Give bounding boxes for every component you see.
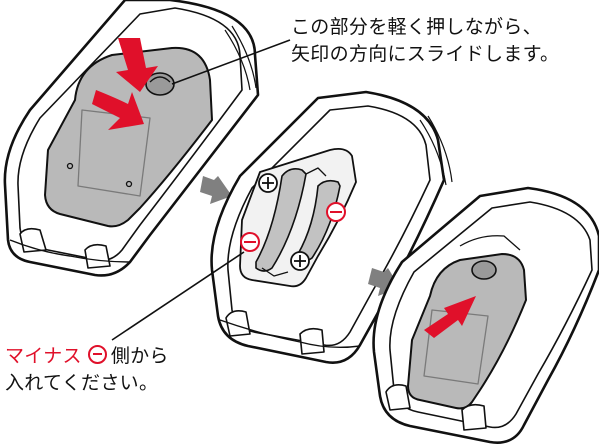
minus-polarity-icon xyxy=(240,232,260,252)
battery-cover xyxy=(407,253,527,410)
minus-polarity-icon xyxy=(326,202,346,222)
callout-leader-line xyxy=(111,251,245,341)
battery-aaa-1 xyxy=(255,168,307,272)
instruction-insert-batteries: マイナス 側から 入れてください。 xyxy=(5,343,169,397)
instruction-text: 側から xyxy=(110,345,169,367)
latch-button xyxy=(471,260,497,280)
instruction-line: この部分を軽く押しながら、 xyxy=(291,16,542,38)
minus-polarity-icon xyxy=(87,345,107,364)
instruction-slide-cover: この部分を軽く押しながら、 矢印の方向にスライドします。 xyxy=(291,14,559,68)
instruction-line: 矢印の方向にスライドします。 xyxy=(291,43,560,65)
plus-polarity-icon xyxy=(290,251,310,271)
push-arrow-icon xyxy=(92,38,158,130)
instruction-line: 入れてください。 xyxy=(5,372,159,394)
slide-arrow-icon xyxy=(424,296,476,338)
step-arrow-icon xyxy=(200,176,232,204)
plus-polarity-icon xyxy=(258,173,278,193)
battery-cover xyxy=(44,46,213,228)
battery-aaa-2 xyxy=(295,179,341,262)
remote-1 xyxy=(3,0,260,277)
minus-text-red: マイナス xyxy=(5,345,82,367)
callout-leader-line xyxy=(171,39,291,85)
instruction-line: マイナス 側から xyxy=(5,343,169,370)
remote-3 xyxy=(372,186,599,444)
